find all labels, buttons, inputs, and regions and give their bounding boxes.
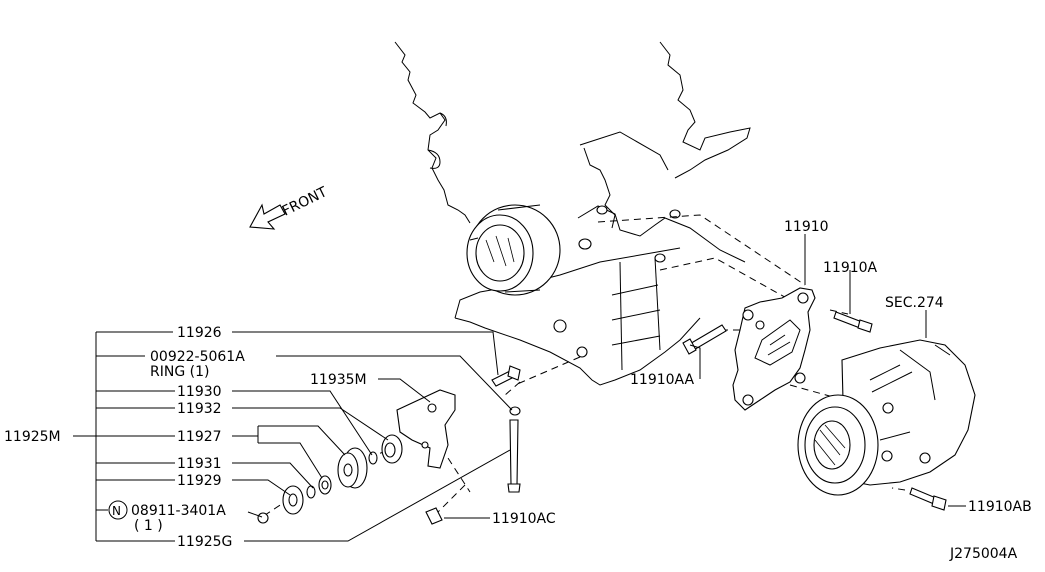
engine-block [394, 41, 751, 386]
callout-11935m: 11935M [310, 372, 367, 388]
callout-11910: 11910 [784, 219, 829, 235]
drawing-number: J275004A [949, 546, 1018, 562]
washer-11930 [368, 451, 378, 465]
n-symbol-label: N [112, 504, 121, 518]
cover-11925g [282, 485, 304, 515]
callout-08911-3401a: 08911-3401A [131, 503, 226, 519]
callout-00922-5061a: 00922-5061A [150, 349, 245, 365]
bolt-11910ab [909, 487, 947, 511]
bolt-11910a [833, 311, 873, 333]
ring-00922 [509, 406, 521, 416]
nut-08911 [257, 512, 269, 524]
bearing-11931 [318, 475, 332, 495]
crank-pulley [466, 204, 561, 296]
callout-11925g: 11925G [177, 534, 232, 550]
front-label: FRONT [280, 184, 330, 220]
idler-bracket-11935m [396, 389, 456, 469]
front-arrow-icon [249, 203, 286, 230]
callout-11926: 11926 [177, 325, 222, 341]
callout-ring: RING (1) [150, 364, 209, 380]
callout-11927: 11927 [177, 429, 222, 445]
callout-11929: 11929 [177, 473, 222, 489]
callout-11930: 11930 [177, 384, 222, 400]
callout-11931: 11931 [177, 456, 222, 472]
callout-11910a: 11910A [823, 260, 878, 276]
bolt-11926 [491, 365, 521, 387]
callout-11910aa: 11910AA [630, 372, 695, 388]
callout-08911-qty: ( 1 ) [134, 518, 163, 534]
pulley-11927 [337, 447, 368, 489]
n-symbol-icon [108, 500, 128, 520]
washer-11929 [306, 485, 316, 499]
callout-sec-274: SEC.274 [885, 295, 944, 311]
leader-lines [73, 234, 966, 542]
callout-11910ac: 11910AC [492, 511, 556, 527]
spacer-11932 [381, 434, 403, 464]
compressor-bracket [732, 287, 816, 411]
callout-11925m: 11925M [4, 429, 61, 445]
bolt-11910aa [682, 324, 727, 355]
callout-11932: 11932 [177, 401, 222, 417]
bolt-11910ac [425, 419, 521, 525]
callout-11910ab: 11910AB [968, 499, 1032, 515]
ac-compressor [797, 339, 976, 496]
